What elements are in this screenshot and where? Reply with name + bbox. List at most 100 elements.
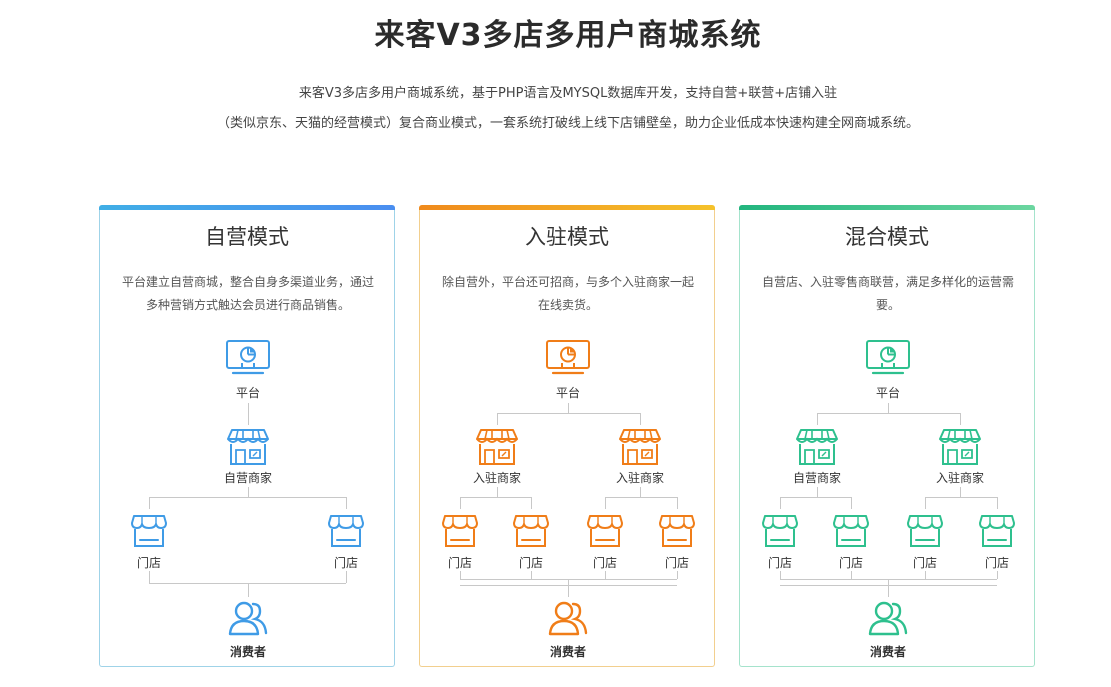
connector-line: [248, 487, 249, 497]
shop-icon: [795, 427, 839, 467]
connector-line: [460, 571, 461, 579]
store-icon: [978, 513, 1016, 549]
node-label: 门店: [838, 556, 863, 570]
connector-line: [677, 571, 678, 579]
connector-line: [605, 497, 677, 498]
connector-line: [460, 497, 461, 509]
platform-icon: [225, 339, 271, 377]
node-label: 入驻商家: [935, 471, 984, 485]
node-label: 门店: [767, 556, 792, 570]
node-label: 平台: [235, 386, 260, 400]
node-label: 平台: [875, 386, 900, 400]
connector-line: [346, 497, 347, 509]
connector-line: [780, 585, 997, 586]
connector-line: [677, 497, 678, 509]
node-label: 自营商家: [223, 471, 272, 485]
shop-icon: [938, 427, 982, 467]
store-icon: [130, 513, 168, 549]
connector-line: [888, 403, 889, 413]
connector-line: [497, 413, 640, 414]
connector-line: [568, 403, 569, 413]
node-label: 门店: [136, 556, 161, 570]
card-accent-bar: [99, 205, 395, 210]
connector-line: [149, 571, 150, 583]
card-title: 入驻模式: [525, 225, 609, 249]
card-title: 自营模式: [205, 225, 289, 249]
node-label: 门店: [912, 556, 937, 570]
connector-line: [497, 487, 498, 497]
consumer-icon: [547, 599, 589, 637]
card-mixed: 混合模式 自营店、入驻零售商联营，满足多样化的运营需要。 平台自营商家 入驻商家门…: [739, 205, 1035, 667]
node-label: 自营商家: [792, 471, 841, 485]
card-title: 混合模式: [845, 225, 929, 249]
node-label: 门店: [592, 556, 617, 570]
connector-line: [817, 413, 960, 414]
shop-icon: [226, 427, 270, 467]
node-label: 门店: [518, 556, 543, 570]
consumer-icon: [227, 599, 269, 637]
card-description: 平台建立自营商城，整合自身多渠道业务，通过多种营销方式触达会员进行商品销售。: [121, 275, 374, 312]
store-icon: [586, 513, 624, 549]
card-description: 自营店、入驻零售商联营，满足多样化的运营需要。: [761, 275, 1014, 312]
connector-line: [149, 583, 346, 584]
page-title: 来客V3多店多用户商城系统: [374, 18, 762, 53]
connector-line: [925, 497, 997, 498]
connector-line: [997, 497, 998, 509]
connector-line: [851, 497, 852, 509]
node-label: 入驻商家: [615, 471, 664, 485]
store-icon: [512, 513, 550, 549]
shop-icon: [618, 427, 662, 467]
connector-line: [780, 497, 851, 498]
node-label: 消费者: [549, 645, 586, 659]
store-icon: [906, 513, 944, 549]
connector-line: [960, 413, 961, 425]
node-label: 门店: [447, 556, 472, 570]
node-label: 门店: [664, 556, 689, 570]
connector-line: [925, 571, 926, 579]
page-description-line-1: 来客V3多店多用户商城系统，基于PHP语言及MYSQL数据库开发，支持自营+联营…: [298, 86, 838, 101]
card-settled: 入驻模式 除自营外，平台还可招商，与多个入驻商家一起在线卖货。 平台入驻商家 入驻…: [419, 205, 715, 667]
connector-line: [531, 571, 532, 579]
page-description-line-2: （类似京东、天猫的经营模式）复合商业模式，一套系统打破线上线下店铺壁垒，助力企业…: [216, 116, 919, 131]
card-description: 除自营外，平台还可招商，与多个入驻商家一起在线卖货。: [441, 275, 694, 312]
connector-line: [497, 413, 498, 425]
connector-line: [460, 585, 677, 586]
store-icon: [658, 513, 696, 549]
connector-line: [248, 403, 249, 425]
connector-line: [640, 413, 641, 425]
connector-line: [346, 571, 347, 583]
connector-line: [888, 579, 889, 597]
connector-line: [149, 497, 150, 509]
connector-line: [851, 571, 852, 579]
store-icon: [327, 513, 365, 549]
card-self-operated: 自营模式 平台建立自营商城，整合自身多渠道业务，通过多种营销方式触达会员进行商品…: [99, 205, 395, 667]
connector-line: [568, 579, 569, 597]
connector-line: [817, 413, 818, 425]
connector-line: [817, 487, 818, 497]
platform-icon: [545, 339, 591, 377]
store-icon: [832, 513, 870, 549]
connector-line: [925, 497, 926, 509]
node-label: 入驻商家: [472, 471, 521, 485]
connector-line: [605, 497, 606, 509]
connector-line: [531, 497, 532, 509]
connector-line: [960, 487, 961, 497]
store-icon: [761, 513, 799, 549]
connector-line: [997, 571, 998, 579]
card-accent-bar: [739, 205, 1035, 210]
connector-line: [460, 497, 531, 498]
node-label: 门店: [984, 556, 1009, 570]
connector-line: [640, 487, 641, 497]
consumer-icon: [867, 599, 909, 637]
card-accent-bar: [419, 205, 715, 210]
node-label: 消费者: [869, 645, 906, 659]
connector-line: [149, 497, 346, 498]
shop-icon: [475, 427, 519, 467]
node-label: 平台: [555, 386, 580, 400]
node-label: 消费者: [229, 645, 266, 659]
node-label: 门店: [333, 556, 358, 570]
store-icon: [441, 513, 479, 549]
platform-icon: [865, 339, 911, 377]
connector-line: [780, 571, 781, 579]
connector-line: [248, 583, 249, 597]
